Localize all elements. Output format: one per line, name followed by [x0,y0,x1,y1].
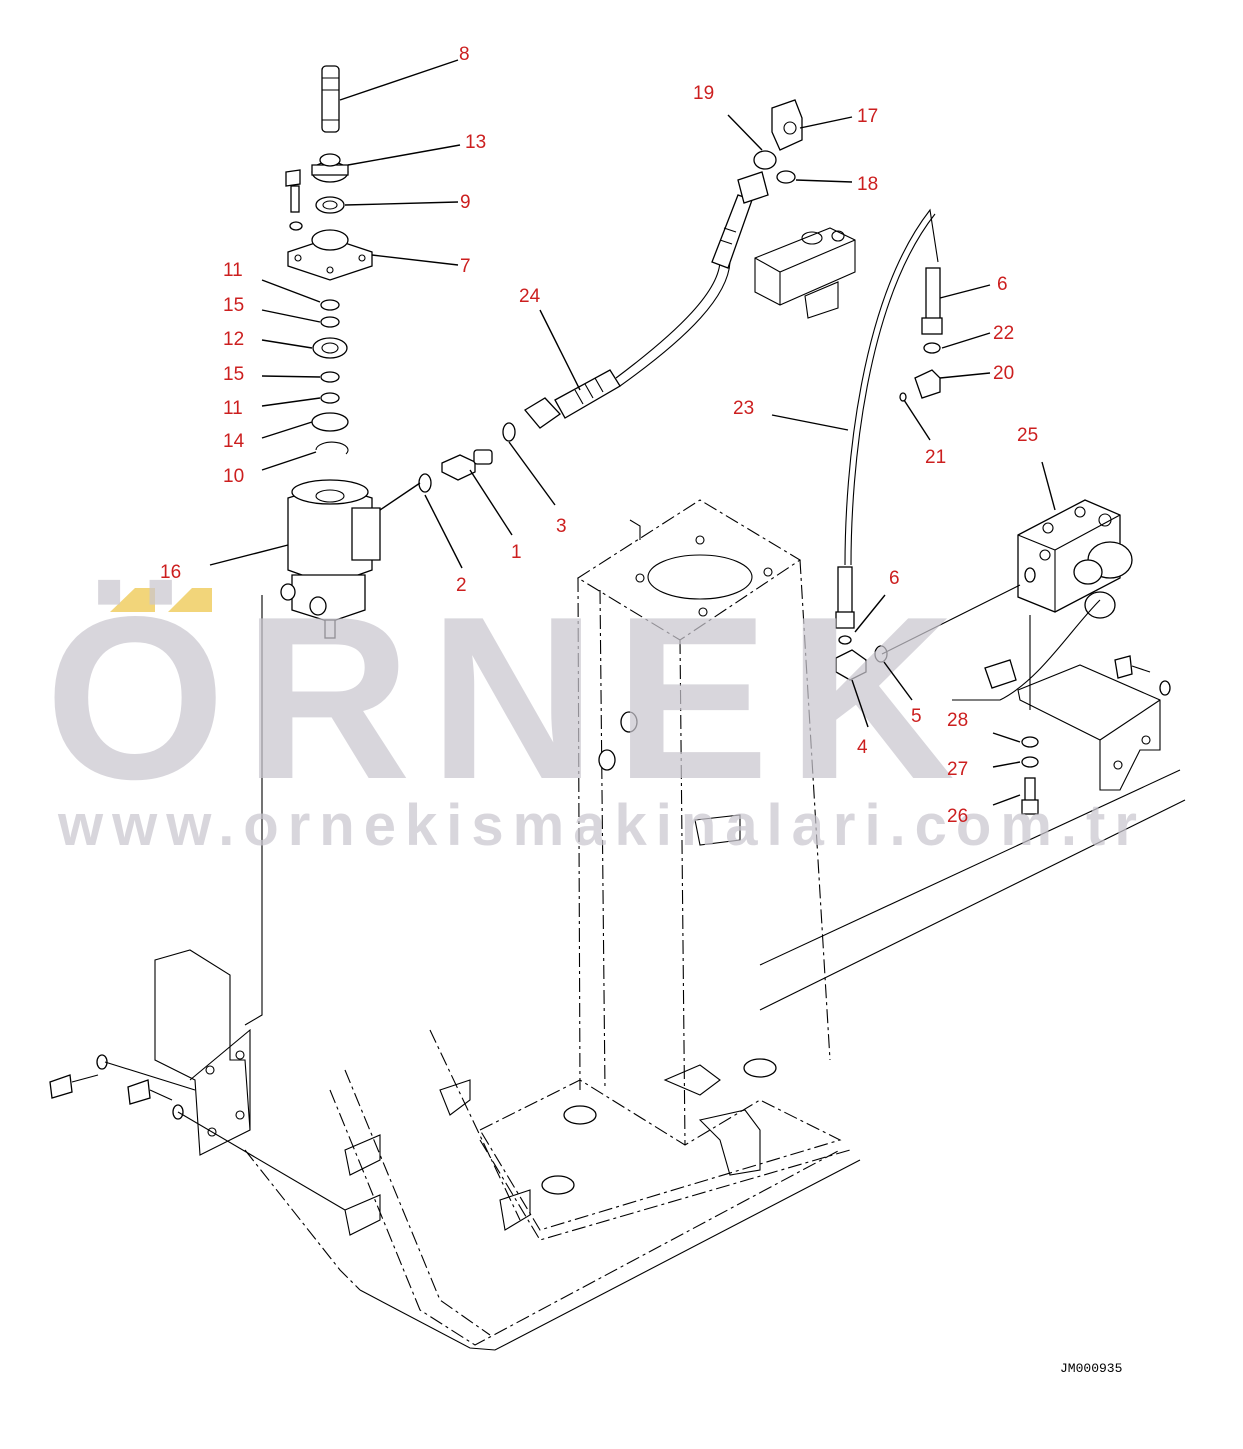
drawing-code: JM000935 [1060,1361,1122,1376]
callout-20: 20 [993,363,1014,384]
watermark-accent-left [110,588,155,612]
callout-3: 3 [556,516,567,537]
callout-12: 12 [223,329,244,350]
callout-26: 26 [947,806,968,827]
callout-11-upper: 11 [223,260,243,281]
callout-2: 2 [456,575,467,596]
callout-15-upper: 15 [223,295,244,316]
callout-5: 5 [911,706,922,727]
callout-21: 21 [925,447,946,468]
callout-15-lower: 15 [223,364,244,385]
callout-6-upper: 6 [997,274,1008,295]
callout-17: 17 [857,106,878,127]
callout-4: 4 [857,737,868,758]
steering-stack [280,65,381,639]
callout-19: 19 [693,83,714,104]
watermark-accent-right [168,588,212,612]
callout-28: 28 [947,710,968,731]
valve-assembly [881,499,1171,815]
watermark: ÖRNEK www.ornekismakinalari.com.tr [45,569,1146,858]
callout-13: 13 [465,132,486,153]
callout-27: 27 [947,759,968,780]
callout-14: 14 [223,431,245,452]
callout-7: 7 [460,256,471,277]
callout-6-lower: 6 [889,568,900,589]
callout-23: 23 [733,398,754,419]
watermark-url: www.ornekismakinalari.com.tr [57,793,1146,858]
hose-fittings [418,99,943,681]
callout-22: 22 [993,323,1014,344]
callout-1: 1 [511,542,522,563]
callout-16: 16 [160,562,181,583]
callout-24: 24 [519,286,541,307]
leader-lines [209,59,1056,806]
callout-18: 18 [857,174,878,195]
callout-8: 8 [459,44,470,65]
watermark-brand: ÖRNEK [45,569,973,828]
callout-labels: 8 13 9 7 11 15 12 15 11 14 10 16 2 1 3 2… [160,44,1038,827]
callout-9: 9 [460,192,471,213]
callout-25: 25 [1017,425,1038,446]
machine-frame [49,499,1186,1351]
callout-10: 10 [223,466,244,487]
callout-11-lower: 11 [223,398,243,419]
